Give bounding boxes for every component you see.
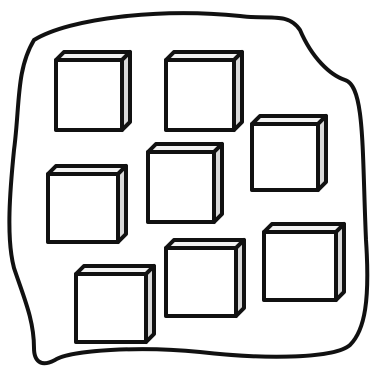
cube-front-face xyxy=(264,232,336,300)
cube-group xyxy=(48,52,344,342)
cube-front-face xyxy=(48,174,118,242)
cube-front-face xyxy=(252,124,318,190)
cube-front-face xyxy=(76,274,146,342)
cube-front-face xyxy=(148,152,214,222)
cube-8 xyxy=(264,224,344,300)
cube-3 xyxy=(252,116,326,190)
cube-1 xyxy=(56,52,130,130)
cube-4 xyxy=(48,166,126,242)
cube-7 xyxy=(166,240,244,316)
cube-5 xyxy=(148,144,222,222)
cube-front-face xyxy=(166,248,236,316)
cube-6 xyxy=(76,266,154,342)
cube-front-face xyxy=(56,60,122,130)
cube-2 xyxy=(166,52,242,130)
cube-front-face xyxy=(166,60,234,130)
